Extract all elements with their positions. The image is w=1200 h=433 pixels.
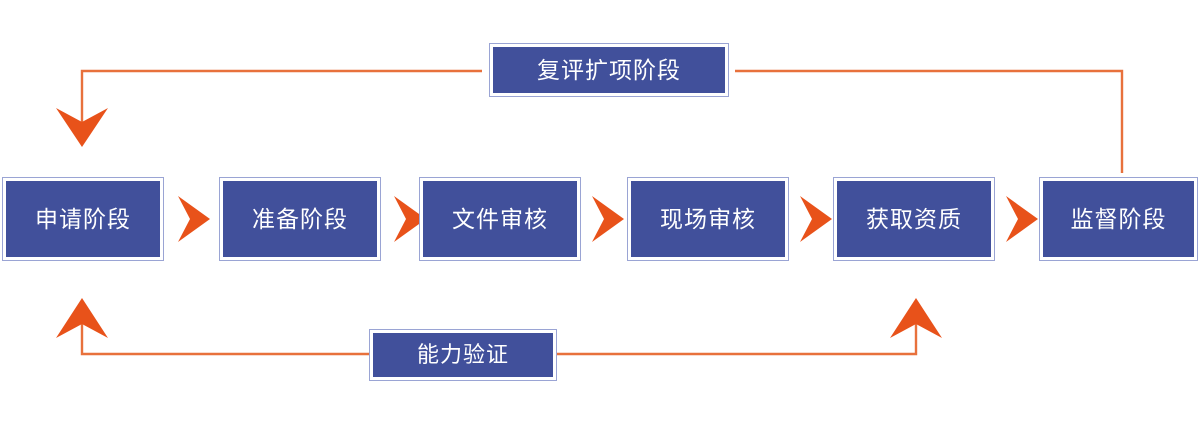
arrowhead-up-left-icon (56, 298, 108, 338)
connector-proficiency-feedback-right (556, 298, 942, 356)
arrowhead-up-right-icon (890, 298, 942, 338)
stage-box-prepare[interactable]: 准备阶段 (219, 177, 381, 261)
connector-proficiency-feedback-left (56, 298, 370, 356)
arrowhead-down-icon (56, 108, 108, 147)
chevron-icon-2 (394, 196, 426, 242)
connector-reassessment-feedback (56, 69, 1124, 173)
chevron-separators (178, 196, 1038, 242)
stage-label-onsite: 现场审核 (660, 205, 756, 232)
stage-box-qualify[interactable]: 获取资质 (833, 177, 995, 261)
stage-box-reassessment[interactable]: 复评扩项阶段 (489, 43, 729, 97)
stage-box-proficiency[interactable]: 能力验证 (369, 329, 557, 381)
chevron-icon-5 (1006, 196, 1038, 242)
stage-label-prepare: 准备阶段 (252, 205, 348, 232)
stage-label-qualify: 获取资质 (866, 205, 962, 232)
stage-box-apply[interactable]: 申请阶段 (2, 177, 164, 261)
chevron-icon-3 (592, 196, 624, 242)
stage-label-supervise: 监督阶段 (1070, 205, 1167, 232)
stage-label-doc-review: 文件审核 (452, 205, 548, 232)
stage-box-onsite[interactable]: 现场审核 (627, 177, 789, 261)
chevron-icon-1 (178, 196, 210, 242)
stage-label-apply: 申请阶段 (35, 205, 131, 232)
stage-label-proficiency: 能力验证 (416, 342, 509, 367)
stage-box-supervise[interactable]: 监督阶段 (1039, 177, 1198, 261)
stage-box-doc-review[interactable]: 文件审核 (419, 177, 581, 261)
chevron-icon-4 (800, 196, 832, 242)
stage-label-reassessment: 复评扩项阶段 (537, 56, 681, 83)
